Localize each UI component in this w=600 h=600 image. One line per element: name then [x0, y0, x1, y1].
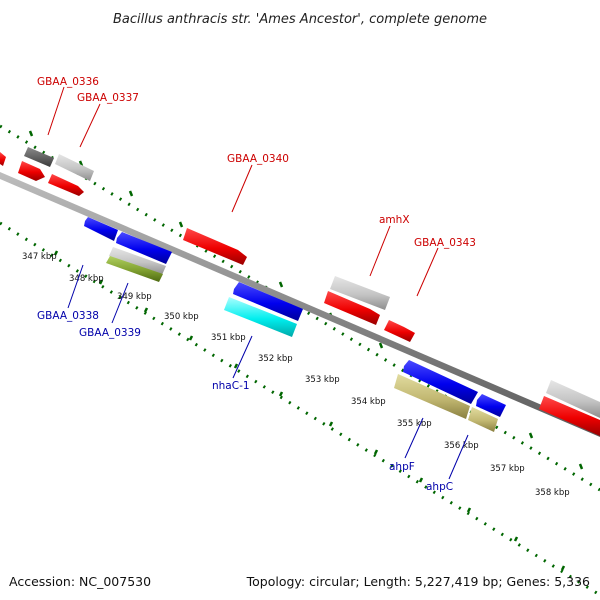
major-tick — [378, 342, 384, 349]
tick-label-349: 349 kbp — [117, 292, 152, 302]
gene-gbaa-0336-box[interactable] — [24, 147, 54, 167]
tick-label-347: 347 kbp — [22, 252, 57, 262]
label-gbaa-0337[interactable]: GBAA_0337 — [77, 92, 139, 104]
major-tick — [328, 421, 334, 427]
gene-gbaa-0343-arrow[interactable] — [384, 320, 415, 342]
tick-label-352: 352 kbp — [258, 354, 293, 364]
label-gbaa-0338[interactable]: GBAA_0338 — [37, 310, 99, 322]
major-tick — [278, 391, 284, 397]
gene-gbaa-0337-arrow[interactable] — [48, 174, 84, 196]
major-tick — [128, 190, 134, 197]
accession-text: Accession: NC_007530 — [9, 574, 151, 589]
gene-right-arrow[interactable] — [539, 396, 600, 436]
tick-label-353: 353 kbp — [305, 375, 340, 385]
gene-right-box[interactable] — [546, 380, 600, 418]
gene-gbaa-0339-box[interactable] — [109, 247, 166, 275]
gene-ahpc-box[interactable] — [468, 407, 498, 432]
gene-gbaa-0339-arrow[interactable] — [116, 232, 172, 264]
major-tick — [143, 307, 149, 313]
tick-label-357: 357 kbp — [490, 464, 525, 474]
gene-gbaa-0339-olive[interactable] — [106, 256, 163, 282]
gene-ahpf-arrow[interactable] — [403, 360, 478, 404]
leader-ahpf — [404, 417, 424, 459]
label-ahpc[interactable]: ahpC — [426, 481, 453, 493]
leader-gbaa-0338 — [67, 264, 84, 309]
leader-gbaa-0339 — [111, 282, 129, 324]
label-gbaa-0336[interactable]: GBAA_0336 — [37, 76, 99, 88]
major-tick — [53, 250, 59, 256]
genome-summary-text: Topology: circular; Length: 5,227,419 bp… — [246, 574, 590, 589]
tick-label-351: 351 kbp — [211, 333, 246, 343]
map-title: Bacillus anthracis str. 'Ames Ancestor',… — [113, 12, 487, 27]
leader-amhx — [369, 225, 391, 277]
leader-gbaa-0336 — [47, 86, 65, 136]
genome-backbone — [0, 172, 600, 437]
leader-ahpc — [448, 434, 469, 480]
major-tick — [28, 130, 34, 137]
gene-amhx-box[interactable] — [330, 276, 390, 310]
label-ahpf[interactable]: ahpF — [389, 461, 415, 473]
tick-label-356: 356 kbp — [444, 441, 479, 451]
leader-gbaa-0337 — [79, 103, 101, 148]
major-tick — [188, 335, 194, 341]
gene-gbaa-0337-box[interactable] — [55, 154, 94, 181]
leader-nhac-1 — [232, 335, 253, 379]
forward-genes — [0, 147, 600, 436]
label-gbaa-0340[interactable]: GBAA_0340 — [227, 153, 289, 165]
gene-labels: GBAA_0336 GBAA_0337 GBAA_0340 amhX GBAA_… — [37, 76, 476, 493]
major-tick — [278, 281, 284, 288]
gene-ahpf-box[interactable] — [394, 374, 470, 419]
leader-gbaa-0343 — [416, 247, 439, 297]
gene-ahpc-arrow[interactable] — [476, 394, 506, 417]
gene-amhx-arrow[interactable] — [324, 291, 380, 325]
reverse-tick-track — [0, 221, 600, 597]
leader-lines — [47, 86, 469, 480]
major-tick — [466, 507, 472, 513]
label-nhac-1[interactable]: nhaC-1 — [212, 380, 250, 392]
major-tick — [528, 432, 534, 439]
tick-label-348: 348 kbp — [69, 274, 104, 284]
gene-gbaa-0338-arrow[interactable] — [84, 217, 118, 241]
tick-label-350: 350 kbp — [164, 312, 199, 322]
major-tick — [373, 449, 379, 455]
gene-nhac-1-box[interactable] — [224, 297, 297, 337]
gene-gbaa-0335-arrow[interactable] — [0, 152, 6, 166]
major-tick — [178, 221, 184, 228]
tick-labels: 347 kbp 348 kbp 349 kbp 350 kbp 351 kbp … — [22, 252, 570, 498]
tick-label-358: 358 kbp — [535, 488, 570, 498]
label-amhx[interactable]: amhX — [379, 214, 410, 226]
major-tick — [98, 279, 104, 285]
major-tick — [560, 565, 566, 571]
gene-gbaa-0336-arrow[interactable] — [18, 161, 45, 181]
tick-label-355: 355 kbp — [397, 419, 432, 429]
gene-nhac-1-arrow[interactable] — [233, 282, 303, 321]
major-tick — [418, 477, 424, 483]
leader-gbaa-0340 — [231, 164, 253, 213]
label-gbaa-0343[interactable]: GBAA_0343 — [414, 237, 476, 249]
reverse-genes — [84, 217, 506, 432]
major-tick — [233, 363, 239, 369]
gene-gbaa-0340-arrow[interactable] — [183, 228, 247, 265]
label-gbaa-0339[interactable]: GBAA_0339 — [79, 327, 141, 339]
major-tick — [513, 536, 519, 542]
tick-label-354: 354 kbp — [351, 397, 386, 407]
major-tick — [578, 463, 584, 470]
